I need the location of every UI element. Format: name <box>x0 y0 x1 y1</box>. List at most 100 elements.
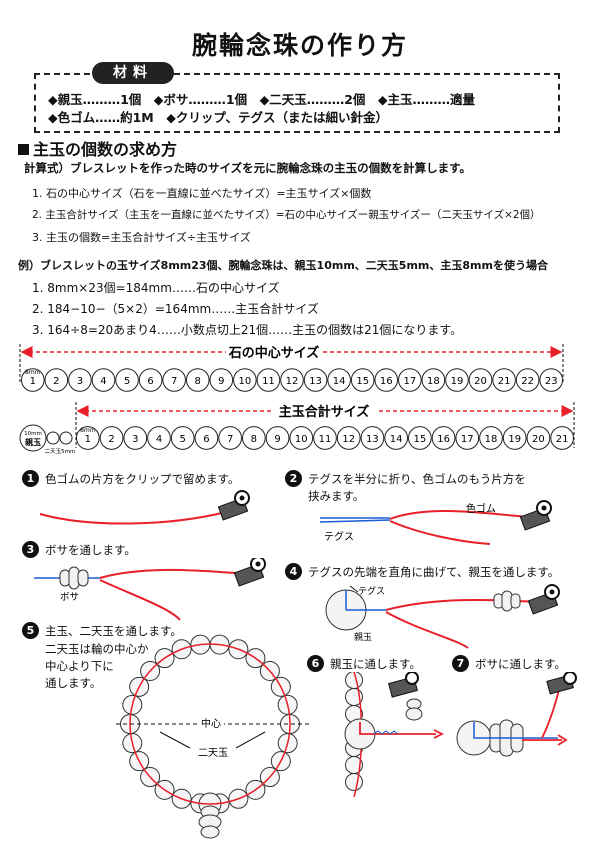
row2-bead-number: 5 <box>180 434 186 445</box>
clip-icon <box>546 672 577 695</box>
row2-bead-number: 19 <box>508 434 521 445</box>
step-4-illustration: テグス 親玉 <box>325 584 560 649</box>
step-1-text: 色ゴムの片方をクリップで留めます。 <box>45 472 240 486</box>
row2-nitendama-label: 二天玉5mm <box>45 448 76 455</box>
bosa-bead-icon <box>198 805 222 839</box>
step-7-illustration <box>456 672 577 757</box>
section-heading: 主玉の個数の求め方 <box>18 136 177 160</box>
row2-bead <box>242 426 266 450</box>
row2-bead-number: 13 <box>366 434 379 445</box>
row1-bead <box>515 368 540 392</box>
row1-bead <box>162 368 186 392</box>
row2-bead <box>99 426 124 450</box>
step-7-text: ボサに通します。 <box>475 657 566 671</box>
row1-bead <box>492 368 516 392</box>
step-5-number: 5 <box>22 622 39 639</box>
row2-bead <box>265 426 290 450</box>
row2-nitendama-bead <box>59 431 73 445</box>
calc-line-3: 3. 主玉の個数=主玉合計サイズ÷主玉サイズ <box>32 231 251 244</box>
row1-bead-number: 4 <box>100 376 106 387</box>
row1-bead-number: 3 <box>77 376 83 387</box>
row2-bead-number: 14 <box>390 434 403 445</box>
row2-label-bg <box>272 402 376 420</box>
row2-bead-number: 3 <box>132 434 138 445</box>
example-line-1: 1. 8mm×23個=184mm……石の中心サイズ <box>32 281 280 295</box>
step-2-label-tegusu: テグス <box>324 530 354 543</box>
step-2-illustration: テグス 色ゴム <box>319 500 552 545</box>
row2-bead <box>550 426 575 450</box>
square-bullet-icon <box>18 144 29 155</box>
row1-bead-number: 15 <box>356 376 369 387</box>
row1-bead-number: 12 <box>286 376 299 387</box>
row2-bead <box>384 426 408 450</box>
row1-bead <box>185 368 210 392</box>
row2-bead <box>289 426 314 450</box>
step-1-cord <box>39 511 227 525</box>
row1-bead <box>468 368 493 392</box>
row1-bead <box>303 368 328 392</box>
row2-bead-number: 2 <box>108 434 114 445</box>
clip-icon <box>233 558 266 587</box>
materials-box <box>34 73 560 133</box>
row2-oyadama-bead <box>19 424 47 452</box>
step-3-illustration: ボサ <box>34 558 266 621</box>
row1-bead-number: 17 <box>403 376 416 387</box>
bosa-bead-icon <box>405 698 423 721</box>
bosa-bead-icon <box>493 590 521 612</box>
row1-bead-number: 21 <box>498 376 511 387</box>
calc-intro: 計算式）ブレスレットを作った時のサイズを元に腕輪念珠の主玉の個数を計算します。 <box>24 161 472 175</box>
row2-bead <box>479 426 503 450</box>
row1-bead <box>138 368 163 392</box>
step-3-label-bosa: ボサ <box>60 592 79 603</box>
materials-badge: 材料 <box>92 62 174 84</box>
example-line-2: 2. 184−10−（5×2）=164mm……主玉合計サイズ <box>32 302 319 316</box>
clip-icon <box>519 500 552 531</box>
row2-bead <box>336 426 361 450</box>
clip-icon <box>217 490 250 521</box>
row2-bead <box>502 426 527 450</box>
row1-bead <box>445 368 469 392</box>
row1-bead-number: 23 <box>545 376 558 387</box>
row2-label: 主玉合計サイズ <box>279 404 370 420</box>
row1-bead <box>115 368 139 392</box>
row1-bead-number: 5 <box>124 376 130 387</box>
row1-bead-number: 9 <box>218 376 224 387</box>
step-5-text-2: 二天玉は輪の中心か <box>45 642 149 656</box>
example-intro: 例）ブレスレットの玉サイズ8mm23個、腕輪念珠は、親玉10mm、二天玉5mm、… <box>18 259 548 272</box>
step-4-number: 4 <box>285 563 302 580</box>
row2-bead-size: 8mm <box>80 427 96 434</box>
step-2-cord-upper <box>389 510 539 520</box>
row2-bead-number: 12 <box>342 434 355 445</box>
row1-bead-number: 7 <box>171 376 177 387</box>
row2-bead-number: 4 <box>156 434 162 445</box>
row1-bead-number: 2 <box>53 376 59 387</box>
row1-bead <box>421 368 446 392</box>
row1-bead <box>350 368 375 392</box>
materials-line-1: ◆親玉………1個 ◆ボサ………1個 ◆二天玉………2個 ◆主玉………適量 <box>48 92 476 107</box>
row1-bead-number: 10 <box>239 376 252 387</box>
step-5-label-center: 中心 <box>201 717 221 730</box>
row1-bead-number: 20 <box>474 376 487 387</box>
step-2-label-gomu: 色ゴム <box>466 502 496 515</box>
step-3-text: ボサを通します。 <box>45 543 136 557</box>
section-heading-text: 主玉の個数の求め方 <box>33 140 178 159</box>
row2-nitendama-bead <box>46 431 60 445</box>
row2-bead <box>194 426 219 450</box>
row1-bead-number: 16 <box>380 376 393 387</box>
step-2-text-1: テグスを半分に折り、色ゴムのもう片方を <box>308 472 526 486</box>
row2-bead-number: 9 <box>274 434 280 445</box>
row1-bead-number: 18 <box>427 376 440 387</box>
step-3-number: 3 <box>22 541 39 558</box>
step-7-number: 7 <box>452 655 469 672</box>
row1-bead-number: 8 <box>195 376 201 387</box>
row2-bead <box>218 426 242 450</box>
row1-bead <box>539 368 564 392</box>
row2-bead <box>76 426 100 450</box>
row2-bead-number: 17 <box>461 434 474 445</box>
step-4-text: テグスの先端を直角に曲げて、親玉を通します。 <box>308 565 560 579</box>
row2-bead <box>526 426 551 450</box>
row1-bead-size: 8mm <box>25 369 41 376</box>
row2-bead <box>123 426 148 450</box>
clip-icon <box>527 584 560 615</box>
row1-bead <box>374 368 399 392</box>
